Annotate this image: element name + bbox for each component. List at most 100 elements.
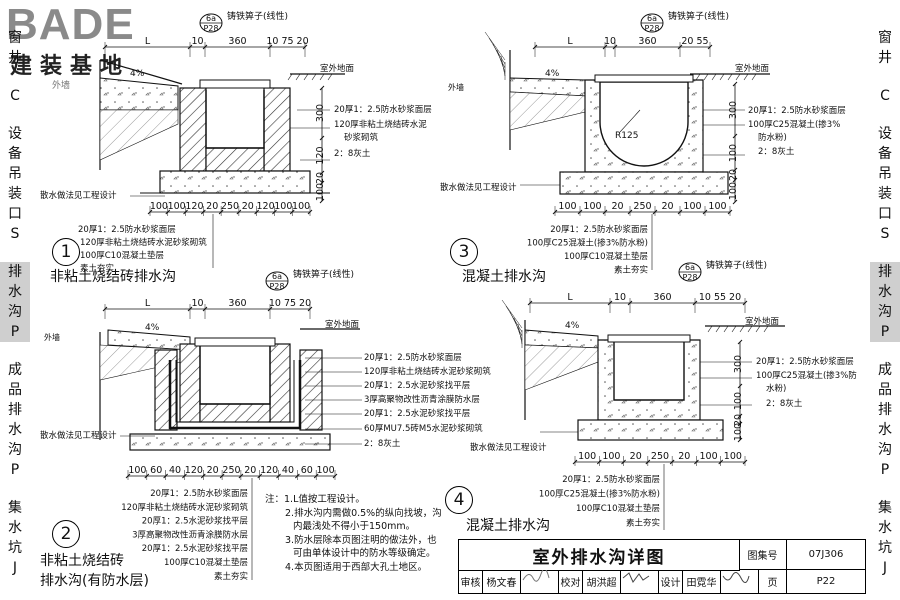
vert-dimension: 300 <box>728 101 739 119</box>
atlas-number: 07J306 <box>787 540 865 570</box>
general-notes: 注：1.L值按工程设计。 2.排水沟内需做0.5%的纵向找坡，沟 内最浅处不得小… <box>265 493 442 574</box>
ground-hatch <box>303 73 309 81</box>
bottom-layer-label: 素土夯实 <box>214 571 248 582</box>
wall-label: 外墙 <box>448 82 464 92</box>
notes-line: 内最浅处不得小于150mm。 <box>293 521 416 532</box>
logo-subtext: 建装基地 <box>10 54 131 79</box>
side-index-char: 吊 <box>878 166 892 182</box>
slope-label: 4% <box>145 323 160 333</box>
top-dimension: 360 <box>653 292 671 303</box>
channel-inner <box>613 342 685 401</box>
side-index-char: 成 <box>8 362 22 378</box>
inner-floor-brick <box>199 403 271 423</box>
radius-line <box>619 109 641 133</box>
bottom-layer-label: 素土夯实 <box>614 265 648 276</box>
tag-bottom: P28 <box>203 24 218 33</box>
bottom-layer-label: 20厚1：2.5水泥砂浆找平层 <box>142 516 248 527</box>
radius-label: R125 <box>615 131 638 141</box>
ground-hatch <box>727 73 733 81</box>
detail-3-number: 3 <box>450 238 478 266</box>
side-index-char: 坑 <box>878 540 892 556</box>
reviewer-signature <box>521 570 559 593</box>
side-index-char: C <box>880 88 890 104</box>
side-index-char: 沟 <box>870 302 900 322</box>
left-note: 散水做法见工程设计 <box>470 442 547 453</box>
layer-label: 2：8灰土 <box>758 146 795 157</box>
layer-label: 20厚1：2.5防水砂浆面层 <box>748 105 846 116</box>
notes-line: 可由单体设计中的防水等级确定。 <box>293 548 436 559</box>
designer-signature <box>721 570 759 593</box>
bottom-dimension: 100 <box>683 201 701 212</box>
notes-line: 3.防水层除本页图注明的做法外，也 <box>285 534 437 546</box>
bottom-layer-label: 素土夯实 <box>626 518 660 529</box>
bottom-layer-label: 100厚C10混凝土垫层 <box>564 251 648 262</box>
vert-dimension: 100 <box>728 144 739 162</box>
top-dimension: 20 55 <box>681 36 708 47</box>
dim-tick <box>319 85 325 91</box>
review-label: 审核 <box>459 570 483 593</box>
side-index-char: 井 <box>878 50 892 66</box>
top-dimension: L <box>567 292 573 303</box>
layer-label: 120厚非粘土烧结砖水泥砂浆砌筑 <box>364 366 491 377</box>
vert-dimension: 20 <box>733 414 744 426</box>
outer-right-brick <box>299 349 323 431</box>
layer-label: 100厚C25混凝土(掺3%防 <box>756 370 857 381</box>
bottom-layer-label: 素土夯实 <box>80 263 114 274</box>
bade-logo: BADE 建装基地 外墙 <box>6 0 156 91</box>
dim-tick <box>737 421 743 427</box>
logo-wall-label: 外墙 <box>52 81 71 91</box>
left-note: 散水做法见工程设计 <box>40 430 117 441</box>
ground-hatch <box>739 325 745 333</box>
check-label: 校对 <box>559 570 583 593</box>
dim-tick <box>319 198 325 204</box>
ground-hatch <box>743 73 749 81</box>
side-index-char: P <box>880 462 890 478</box>
left-brick-wall <box>179 87 207 172</box>
bottom-dimension: 100 <box>168 201 186 212</box>
bottom-dimension: 100 <box>700 451 718 462</box>
waterproof-layer <box>168 360 302 430</box>
side-index-char: J <box>882 560 888 576</box>
side-index-char: 排 <box>878 402 892 418</box>
notes-header: 注：1.L值按工程设计。 <box>265 494 365 505</box>
bottom-dimension: 20 <box>207 465 219 476</box>
tag-top: 6a <box>206 14 216 23</box>
vert-dimension: 300 <box>733 355 744 373</box>
bottom-dimension: 100 <box>708 201 726 212</box>
ground-hatch <box>747 325 753 333</box>
atlas-number-label: 图集号 <box>739 540 787 570</box>
bottom-layer-label: 100厚C25混凝土(掺3%防水粉) <box>527 238 648 249</box>
left-note: 散水做法见工程设计 <box>440 182 517 193</box>
dim-tick <box>732 133 738 139</box>
slope-label: 4% <box>130 69 145 79</box>
side-index-char: 装 <box>878 186 892 202</box>
side-index-char: 沟 <box>878 442 892 458</box>
dim-tick <box>732 81 738 87</box>
ground-label: 室外地面 <box>325 319 360 330</box>
side-index-char: 水 <box>0 282 30 302</box>
inner-left-brick <box>179 343 201 423</box>
grate-label: 铸铁箅子(线性) <box>227 10 288 22</box>
bottom-dimension: 250 <box>633 201 651 212</box>
side-index-char: 吊 <box>8 166 22 182</box>
bottom-layer-label: 120厚非粘土烧结砖水泥砂浆砌筑 <box>121 502 248 513</box>
dim-tick <box>737 413 743 419</box>
inner-right-brick <box>269 343 291 423</box>
ground-hatch <box>751 73 757 81</box>
layer-label: 水粉) <box>766 383 786 394</box>
concrete-base-slab <box>159 170 311 194</box>
top-dimension: 360 <box>228 36 246 47</box>
top-dimension: L <box>567 36 573 47</box>
dim-tick <box>737 437 743 443</box>
apron-base <box>509 91 586 131</box>
top-dimension: 10 <box>191 298 203 309</box>
ground-hatch <box>731 325 737 333</box>
dim-tick <box>732 199 738 205</box>
grate-seat <box>199 79 271 89</box>
